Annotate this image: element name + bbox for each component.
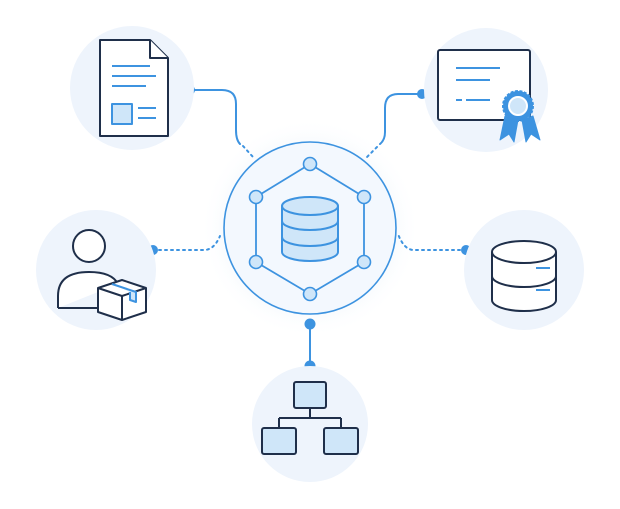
node-storage — [464, 210, 584, 330]
hub — [223, 141, 397, 315]
hexagon-vertex-dots — [248, 156, 372, 302]
connector-document — [189, 89, 241, 145]
node-hierarchy — [252, 366, 368, 482]
user-with-package-icon — [57, 229, 147, 321]
connector-certificate-dots — [365, 146, 378, 159]
org-chart-icon — [261, 381, 359, 455]
connector-certificate — [379, 93, 423, 145]
node-document — [70, 26, 194, 150]
node-certificate — [424, 28, 548, 152]
connector-document-dots — [242, 145, 254, 158]
connector-user-package — [152, 235, 221, 251]
connector-storage — [397, 233, 467, 251]
document-icon — [99, 39, 169, 137]
node-user-package — [36, 210, 156, 330]
server-storage-icon — [491, 240, 557, 312]
database-icon — [281, 196, 339, 262]
connector-hierarchy-dot-top — [304, 318, 316, 330]
certificate-award-icon — [437, 49, 541, 143]
